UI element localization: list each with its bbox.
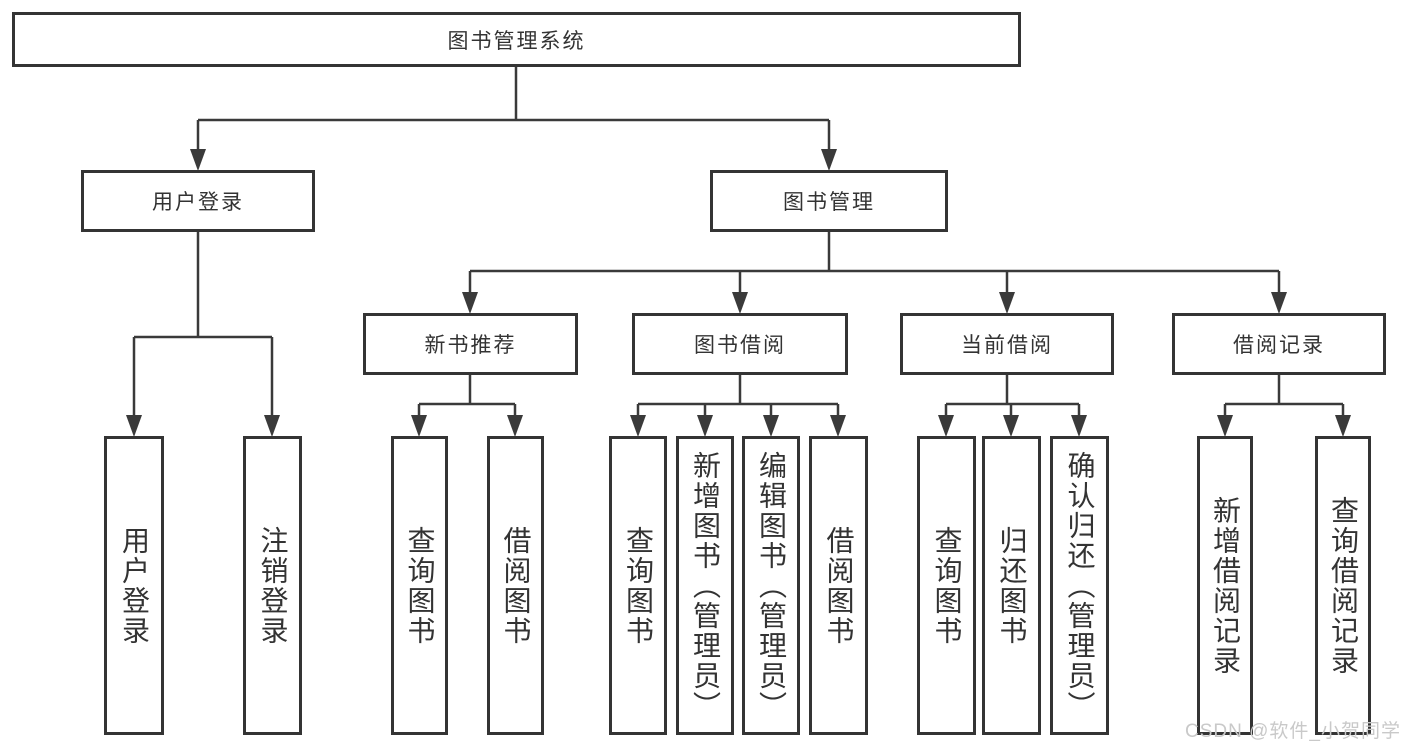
node-user-login: 用户登录 <box>81 170 315 232</box>
leaf-label: 查询借阅记录 <box>1328 495 1359 676</box>
leaf-label: 借阅图书 <box>823 525 855 646</box>
leaf-add-books-admin: 新增图书（管理员） <box>676 436 734 735</box>
leaf-label: 查询图书 <box>931 525 963 646</box>
leaf-edit-books-admin: 编辑图书（管理员） <box>742 436 800 735</box>
leaf-logout: 注销登录 <box>243 436 302 735</box>
node-book-borrow: 图书借阅 <box>632 313 848 375</box>
leaf-query-books-recommend: 查询图书 <box>391 436 448 735</box>
leaf-query-books-borrow: 查询图书 <box>609 436 667 735</box>
node-label: 图书管理 <box>783 191 875 214</box>
leaf-label: 用户登录 <box>119 525 150 646</box>
node-book-management: 图书管理 <box>710 170 948 232</box>
leaf-return-books: 归还图书 <box>982 436 1041 735</box>
node-current-borrow: 当前借阅 <box>900 313 1114 375</box>
csdn-watermark: CSDN @软件_小贺同学 <box>1185 721 1401 742</box>
leaf-label: 新增借阅记录 <box>1210 495 1241 676</box>
node-label: 当前借阅 <box>961 334 1053 357</box>
leaf-label: 归还图书 <box>996 525 1028 646</box>
leaf-query-books-current: 查询图书 <box>917 436 976 735</box>
node-label: 新书推荐 <box>424 334 517 357</box>
node-label: 图书借阅 <box>694 334 786 357</box>
leaf-label: 新增图书（管理员） <box>690 450 721 721</box>
leaf-query-borrow-record: 查询借阅记录 <box>1315 436 1371 735</box>
leaf-label: 编辑图书（管理员） <box>756 450 787 721</box>
node-new-book-recommend: 新书推荐 <box>363 313 578 375</box>
node-label: 借阅记录 <box>1233 334 1325 357</box>
leaf-label: 借阅图书 <box>500 525 532 646</box>
leaf-label: 查询图书 <box>623 525 654 646</box>
leaf-borrow-books: 借阅图书 <box>809 436 868 735</box>
leaf-label: 注销登录 <box>257 525 289 646</box>
node-root-system: 图书管理系统 <box>12 12 1021 67</box>
leaf-confirm-return-admin: 确认归还（管理员） <box>1050 436 1109 735</box>
node-borrow-record: 借阅记录 <box>1172 313 1386 375</box>
leaf-label: 确认归还（管理员） <box>1064 450 1096 721</box>
leaf-add-borrow-record: 新增借阅记录 <box>1197 436 1253 735</box>
leaf-label: 查询图书 <box>404 525 436 646</box>
node-label: 图书管理系统 <box>447 29 586 53</box>
leaf-borrow-books-recommend: 借阅图书 <box>487 436 544 735</box>
node-label: 用户登录 <box>152 191 244 214</box>
leaf-user-login: 用户登录 <box>104 436 164 735</box>
